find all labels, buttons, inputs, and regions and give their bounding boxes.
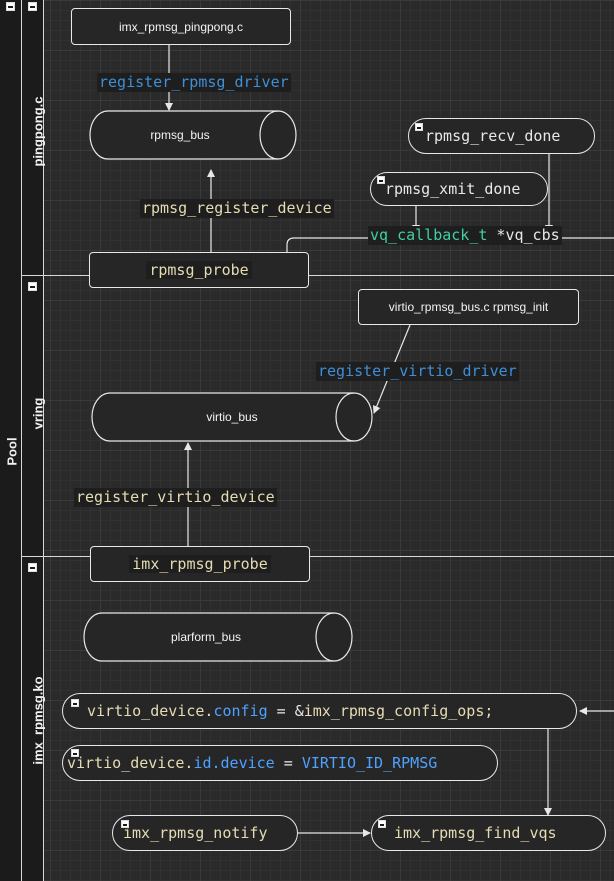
register-virtio-device-label: register_virtio_device <box>74 488 277 507</box>
device-id-node[interactable]: virtio_device.id.device = VIRTIO_ID_RPMS… <box>62 745 498 781</box>
imx-rpmsg-probe-text: imx_rpmsg_probe <box>129 555 271 573</box>
device-id-collapse-icon[interactable] <box>71 749 79 757</box>
imx-rpmsg-notify-collapse-icon[interactable] <box>121 820 129 828</box>
register-rpmsg-driver-label: register_rpmsg_driver <box>97 73 291 92</box>
plarform-bus-label: plarform_bus <box>170 630 242 644</box>
imx-rpmsg-find-vqs-node[interactable]: imx_rpmsg_find_vqs <box>371 815 606 851</box>
lane-pingpong-collapse-icon[interactable] <box>28 2 37 11</box>
device-id-text: virtio_device.id.device = VIRTIO_ID_RPMS… <box>67 754 438 772</box>
rpmsg-recv-done-text: rpmsg_recv_done <box>425 127 561 145</box>
config-ops-collapse-icon[interactable] <box>71 699 79 707</box>
register-virtio-driver-label: register_virtio_driver <box>316 362 519 381</box>
rpmsg-probe-node[interactable]: rpmsg_probe <box>89 252 309 288</box>
imx-rpmsg-notify-node[interactable]: imx_rpmsg_notify <box>112 815 298 851</box>
lane-divider-2 <box>22 556 614 557</box>
virtio-rpmsg-bus-node[interactable]: virtio_rpmsg_bus.c rpmsg_init <box>358 289 579 325</box>
rpmsg-bus-label: rpmsg_bus <box>150 128 210 142</box>
config-ops-node[interactable]: virtio_device.config = &imx_rpmsg_config… <box>62 693 577 729</box>
imx-rpmsg-find-vqs-collapse-icon[interactable] <box>378 820 386 828</box>
lane-header-pingpong <box>22 0 44 275</box>
lane-divider-1 <box>22 275 614 276</box>
rpmsg-probe-text: rpmsg_probe <box>146 261 252 279</box>
rpmsg-recv-done-collapse-icon[interactable] <box>415 123 423 131</box>
rpmsg-register-device-label: rpmsg_register_device <box>140 199 334 218</box>
lane-header-vring <box>22 275 44 556</box>
pool-header <box>0 0 22 881</box>
imx-rpmsg-notify-text: imx_rpmsg_notify <box>123 824 268 842</box>
config-ops-text: virtio_device.config = &imx_rpmsg_config… <box>87 702 494 720</box>
lane-header-imx-rpmsg <box>22 556 44 881</box>
edge-vq-callback <box>286 237 614 252</box>
pool-collapse-icon[interactable] <box>6 2 15 11</box>
lane-vring-collapse-icon[interactable] <box>28 282 37 291</box>
imx-rpmsg-pingpong-node[interactable]: imx_rpmsg_pingpong.c <box>71 8 291 45</box>
rpmsg-recv-done-node[interactable]: rpmsg_recv_done <box>408 118 595 154</box>
rpmsg-xmit-done-text: rpmsg_xmit_done <box>385 180 521 198</box>
imx-rpmsg-probe-node[interactable]: imx_rpmsg_probe <box>90 546 310 582</box>
vq-callback-label: vq_callback_t *vq_cbs <box>368 226 562 245</box>
virtio-bus-label: virtio_bus <box>206 410 258 424</box>
rpmsg-xmit-done-node[interactable]: rpmsg_xmit_done <box>370 172 548 206</box>
rpmsg-xmit-done-collapse-icon[interactable] <box>377 176 385 184</box>
lane-imx-collapse-icon[interactable] <box>28 563 37 572</box>
imx-rpmsg-find-vqs-text: imx_rpmsg_find_vqs <box>394 824 557 842</box>
